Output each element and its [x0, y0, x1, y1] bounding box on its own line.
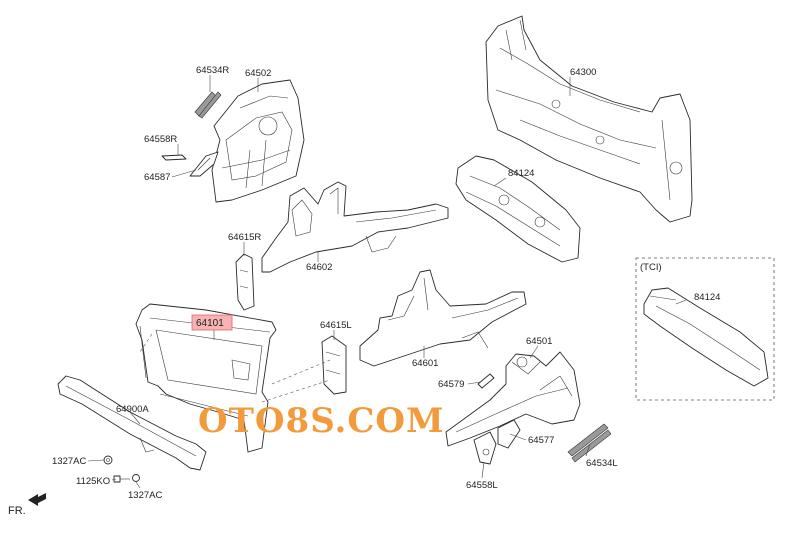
part-64579[interactable] [477, 373, 495, 389]
tci-variant-box [635, 257, 775, 401]
label-tci: (TCI) [640, 262, 662, 273]
label-64577: 64577 [528, 435, 554, 446]
label-64558r: 64558R [144, 134, 177, 145]
label-64534l: 64534L [586, 458, 618, 469]
leader-lines [87, 75, 687, 489]
part-64501[interactable] [445, 351, 581, 447]
part-64300[interactable] [485, 15, 693, 223]
part-64601[interactable] [359, 269, 527, 367]
part-64101[interactable] [135, 303, 277, 453]
label-64601: 64601 [412, 358, 438, 369]
highlight-64101 [191, 314, 233, 331]
bolt-1125ko[interactable] [113, 475, 130, 483]
label-64602: 64602 [306, 262, 332, 273]
part-64558l[interactable] [473, 431, 497, 465]
part-84124-tci[interactable] [643, 287, 769, 387]
label-64579: 64579 [438, 379, 464, 390]
part-64534r[interactable] [194, 91, 222, 119]
fr-arrow-icon [28, 493, 46, 506]
front-direction-indicator: FR. [8, 493, 46, 517]
part-64534l[interactable] [567, 423, 612, 463]
callouts: 64534R 64502 64558R 64587 64300 84124 64… [52, 65, 720, 501]
watermark: OTO8S.COM [198, 401, 445, 441]
label-64615r: 64615R [228, 232, 261, 243]
part-64587[interactable] [189, 151, 219, 177]
label-64900a: 64900A [116, 404, 149, 415]
fr-label: FR. [8, 505, 26, 517]
part-64502[interactable] [211, 79, 305, 203]
label-64101[interactable]: 64101 [196, 318, 224, 329]
label-84124-top: 84124 [508, 168, 534, 179]
label-64558l: 64558L [466, 480, 498, 491]
label-64587: 64587 [144, 172, 170, 183]
label-64502: 64502 [245, 68, 271, 79]
label-64534r: 64534R [196, 65, 229, 76]
nut-1327ac-2[interactable] [132, 474, 140, 482]
label-1125ko: 1125KO [76, 476, 110, 487]
part-64602[interactable] [261, 181, 449, 273]
label-1327ac-b: 1327AC [128, 490, 162, 501]
label-64300: 64300 [570, 67, 596, 78]
part-64900a[interactable] [57, 375, 207, 471]
part-64615l[interactable] [321, 335, 347, 395]
nut-1327ac[interactable] [103, 455, 113, 465]
part-64558r[interactable] [161, 154, 187, 161]
part-64577[interactable] [497, 419, 521, 449]
label-1327ac-a: 1327AC [52, 456, 86, 467]
label-64615l: 64615L [320, 320, 352, 331]
part-84124-top[interactable] [455, 155, 581, 263]
label-64501: 64501 [526, 336, 552, 347]
part-64615r[interactable] [235, 253, 255, 311]
label-84124-tci: 84124 [694, 292, 720, 303]
